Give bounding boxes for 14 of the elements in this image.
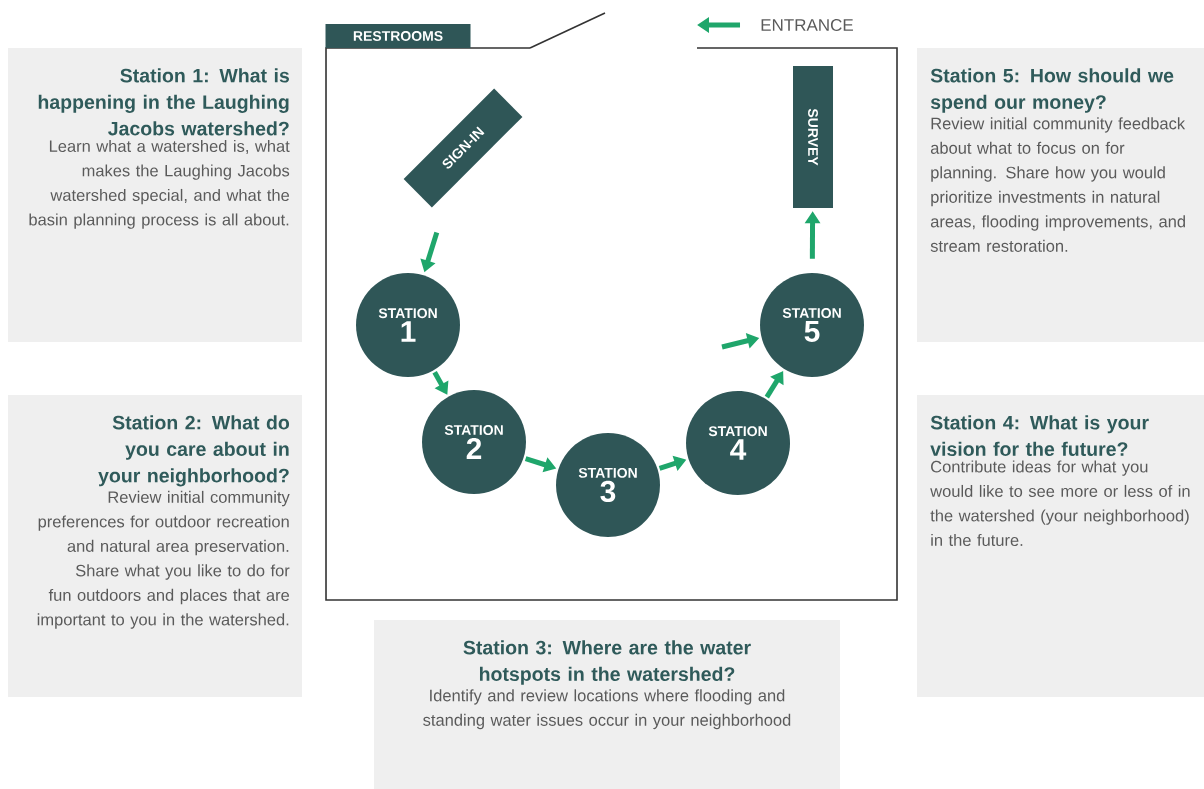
panel-text: Contribute ideas for what you would like to see more or less of in the watershed (your neighborhood) in the future. xyxy=(930,460,1190,547)
panel-heading: Station 3: Where are the water hotspots in the watershed? xyxy=(463,640,751,685)
panel-heading: Station 1: What is happening in the Laughing Jacobs watershed? xyxy=(38,68,289,136)
survey-table: SURVEY xyxy=(793,66,833,208)
panel-text: Learn what a watershed is, what makes the Laughing Jacobs watershed special, and what the basin planning process is all about. xyxy=(29,139,290,229)
flow-arrow xyxy=(764,371,784,399)
panel-text: Identify and review locations where flooding and standing water issues occur in your neighborhood xyxy=(423,689,791,730)
panel-heading: Station 4: What is your vision for the future? xyxy=(930,415,1149,456)
panel-text: Review initial community preferences for outdoor recreation and natural area preservation. Share what you like to do for fun outdoors and places that are important to you in the watershed. xyxy=(37,490,290,629)
restrooms-sign: RESTROOMS xyxy=(325,24,471,48)
entrance-label: ENTRANCE xyxy=(761,19,853,31)
panel-heading: Station 2: What do you care about in your neighborhood? xyxy=(98,415,290,487)
panel-text: Review initial community feedback about what to focus on for planning. Share how you would prioritize investments in natural areas, flooding improvements, and stream restoration. xyxy=(930,117,1186,252)
panel-heading: Station 5: How should we spend our money? xyxy=(930,68,1174,113)
